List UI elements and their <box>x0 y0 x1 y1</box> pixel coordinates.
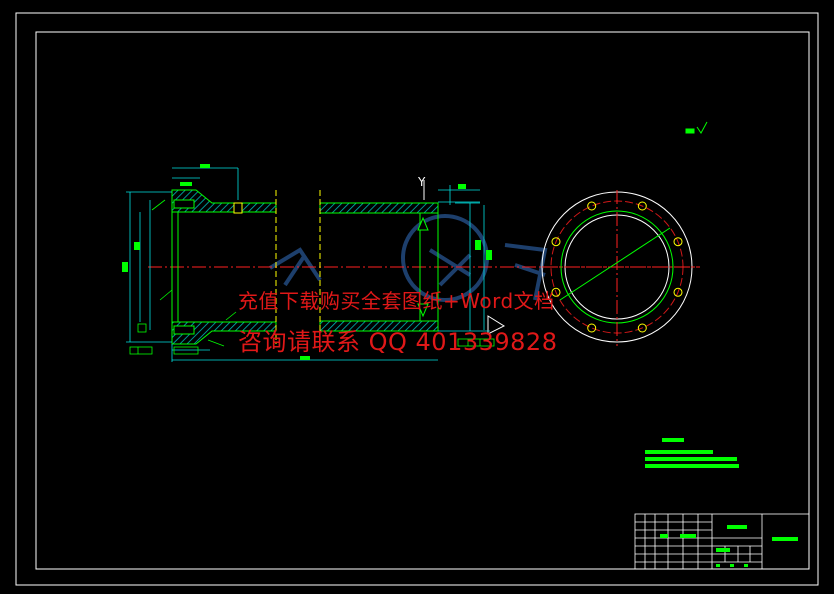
dimension-lines <box>126 167 490 362</box>
leader-lines <box>151 199 237 347</box>
title-block-labels <box>660 525 798 567</box>
dimension-labels <box>122 164 492 360</box>
sleeve-right-section <box>319 190 439 344</box>
bolt-hole <box>587 323 597 333</box>
bolt-hole <box>551 237 561 247</box>
section-marker-label: Y <box>417 175 426 189</box>
section-marker-y: Y <box>417 175 426 200</box>
bolt-hole <box>587 201 597 211</box>
sleeve-left-section <box>171 189 277 345</box>
flange-end-view <box>541 190 700 346</box>
bolt-hole <box>673 237 683 247</box>
technical-notes-block <box>645 438 739 468</box>
bolt-hole <box>637 201 647 211</box>
datum-boxes <box>129 323 495 355</box>
section-arrow <box>487 315 506 335</box>
inner-border <box>35 31 810 570</box>
watermark-line-1: 充值下载购买全套图纸+Word文档 <box>238 289 555 313</box>
flange-bolt-holes <box>551 201 683 333</box>
watermark-line-2: 咨询请联系 QQ 401339828 <box>238 328 558 356</box>
title-block <box>634 513 810 570</box>
bolt-hole <box>551 287 561 297</box>
outer-frame <box>15 12 819 586</box>
bolt-hole <box>637 323 647 333</box>
bolt-hole <box>673 287 683 297</box>
roughness-symbol-icon <box>685 121 708 134</box>
